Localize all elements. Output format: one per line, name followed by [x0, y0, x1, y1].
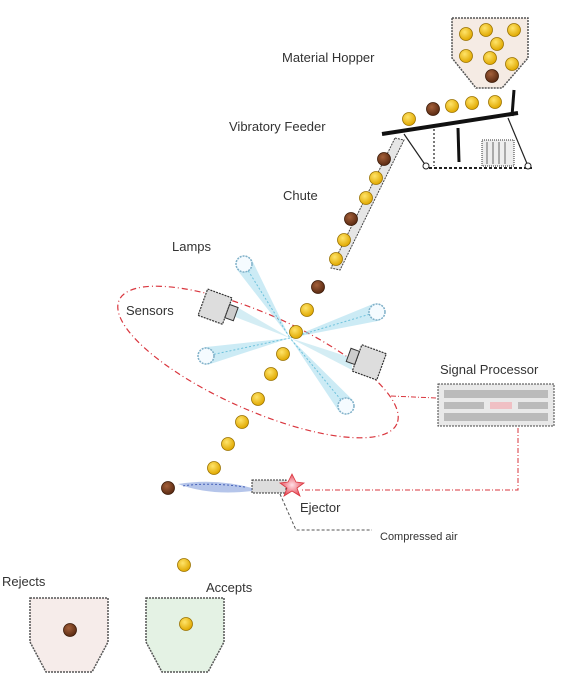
- light-beam: [290, 338, 353, 412]
- light-beam-axis: [243, 263, 291, 339]
- good-particle: [221, 437, 235, 451]
- particles: [63, 23, 521, 637]
- good-particle: [329, 252, 343, 266]
- light-beam: [204, 338, 290, 365]
- label-compressed-air: Compressed air: [380, 531, 458, 543]
- defective-particle: [311, 280, 325, 294]
- sensor-upper: [197, 288, 239, 326]
- signal-wiring: [300, 395, 519, 491]
- accept-bin: [145, 597, 225, 673]
- good-particle: [179, 617, 193, 631]
- good-particle: [402, 112, 416, 126]
- good-particle: [507, 23, 521, 37]
- label-chute: Chute: [283, 188, 318, 203]
- sensor-lower: [345, 344, 388, 381]
- good-particle: [251, 392, 265, 406]
- signal-processor: [437, 383, 555, 427]
- good-particle: [459, 27, 473, 41]
- light-beam-axis: [289, 337, 347, 407]
- label-ejector: Ejector: [300, 500, 341, 515]
- label-lamps: Lamps: [172, 239, 212, 254]
- good-particle: [488, 95, 502, 109]
- good-particle: [235, 415, 249, 429]
- sensor-view-cone: [290, 338, 352, 370]
- defective-particle: [485, 69, 499, 83]
- good-particle: [490, 37, 504, 51]
- good-particle: [465, 96, 479, 110]
- good-particle: [479, 23, 493, 37]
- inspection-zone-outline: [117, 285, 399, 439]
- good-particle: [264, 367, 278, 381]
- label-material-hopper: Material Hopper: [282, 50, 375, 65]
- label-sensors: Sensors: [126, 303, 174, 318]
- light-beam: [236, 259, 290, 338]
- defective-particle: [344, 212, 358, 226]
- lamp-bottom: [337, 397, 355, 415]
- lamps: [197, 255, 386, 415]
- light-beam: [290, 303, 380, 338]
- ejector: [178, 473, 372, 531]
- lamp-top: [235, 255, 253, 273]
- label-vibratory-feeder: Vibratory Feeder: [229, 119, 326, 134]
- good-particle: [505, 57, 519, 71]
- defective-particle: [63, 623, 77, 637]
- label-signal-processor: Signal Processor: [440, 362, 539, 377]
- good-particle: [445, 99, 459, 113]
- good-particle: [459, 49, 473, 63]
- good-particle: [483, 51, 497, 65]
- sensor-view-cone: [230, 303, 290, 338]
- vibratory-feeder: [381, 89, 534, 170]
- good-particle: [207, 461, 221, 475]
- defective-particle: [161, 481, 175, 495]
- good-particle: [359, 191, 373, 205]
- label-accepts: Accepts: [206, 580, 253, 595]
- good-particle: [337, 233, 351, 247]
- good-particle: [276, 347, 290, 361]
- label-rejects: Rejects: [2, 574, 46, 589]
- good-particle: [289, 325, 303, 339]
- defective-particle: [426, 102, 440, 116]
- good-particle: [369, 171, 383, 185]
- good-particle: [300, 303, 314, 317]
- light-beam-axis: [289, 311, 378, 339]
- light-beams: [204, 259, 380, 412]
- lamp-right: [368, 303, 386, 321]
- defective-particle: [377, 152, 391, 166]
- good-particle: [177, 558, 191, 572]
- lamp-left: [197, 347, 215, 365]
